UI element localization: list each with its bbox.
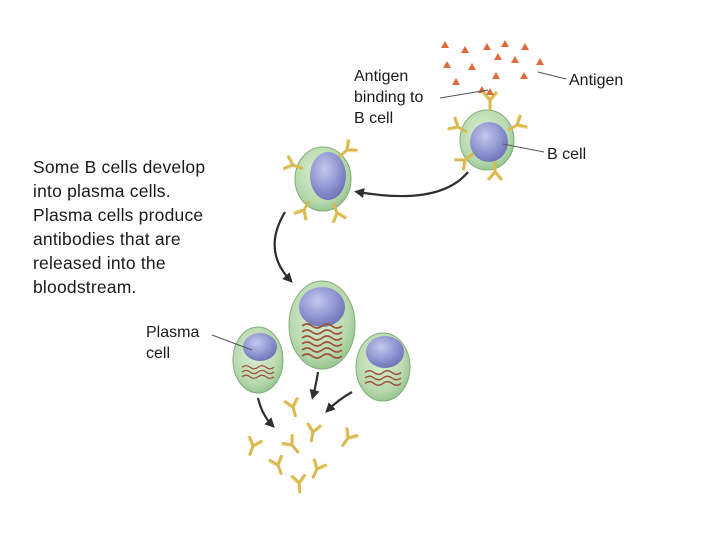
leader-antigen [537, 71, 567, 80]
b-cell-left [282, 137, 360, 224]
antibody [334, 426, 361, 452]
plasma-cell-center [288, 280, 356, 370]
label-line: binding to [354, 89, 424, 106]
antigen-cluster [441, 40, 544, 93]
description-text: Some B cells develop into plasma cells. … [33, 155, 205, 299]
description-line: bloodstream. [33, 277, 137, 297]
description-line: Some B cells develop [33, 157, 206, 177]
arrow-plasma-center-down [309, 371, 320, 400]
label-line: B cell [354, 110, 394, 127]
label-antigen-binding: Antigen binding to B cell [354, 66, 423, 129]
leader-lines [211, 71, 567, 351]
plasma-cell-nucleus [299, 287, 345, 327]
b-cell-top [446, 88, 529, 181]
label-antigen: Antigen [569, 72, 624, 89]
antibody [302, 422, 324, 444]
bound-antigen [486, 88, 494, 95]
antibody [288, 473, 310, 495]
leader-b-cell [502, 143, 545, 153]
b-cell-nucleus [470, 122, 508, 162]
antibody [266, 454, 291, 478]
description-line: antibodies that are [33, 229, 181, 249]
description-line: Plasma cells produce [33, 205, 204, 225]
arrow-left-to-plasma [273, 211, 293, 283]
plasma-cell-right [355, 332, 411, 402]
arrow-bcell-to-left [354, 171, 469, 198]
leader-antigen-binding [439, 89, 489, 99]
description-line: into plasma cells. [33, 181, 171, 201]
released-antibodies [240, 396, 361, 495]
label-line: cell [146, 345, 171, 362]
plasma-cell-left [232, 326, 284, 394]
antibody [304, 457, 329, 483]
arrow-plasma-right-down [325, 391, 353, 413]
antibody [281, 396, 305, 420]
plasma-cell-nucleus [243, 333, 277, 361]
label-plasma-cell: Plasma cell [146, 322, 199, 364]
label-b-cell: B cell [547, 146, 587, 163]
antibody [240, 435, 265, 459]
plasma-cell-nucleus [366, 336, 404, 368]
arrow-plasma-left-down [256, 397, 275, 428]
label-line: Antigen [354, 68, 409, 85]
description-line: released into the [33, 253, 166, 273]
antibody-receptor [480, 91, 500, 111]
leader-plasma-cell [211, 334, 253, 351]
label-line: Plasma [146, 324, 200, 341]
process-arrows [256, 171, 469, 428]
b-cell-nucleus [310, 152, 346, 200]
antibody [279, 432, 306, 459]
